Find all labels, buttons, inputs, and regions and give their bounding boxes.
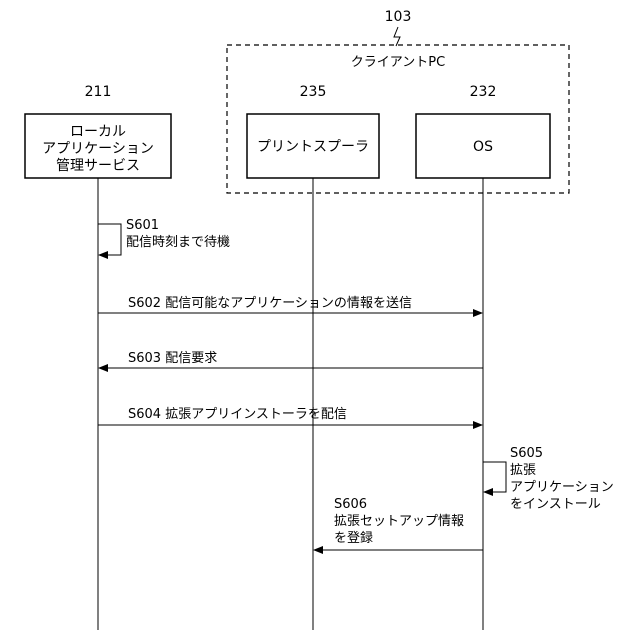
step-s602: S602 配信可能なアプリケーションの情報を送信 bbox=[98, 296, 482, 313]
self-loop-arrow bbox=[98, 224, 121, 255]
client-pc-ref-leader bbox=[394, 27, 400, 46]
participant-ref: 232 bbox=[470, 84, 497, 100]
participant-os: 232 OS bbox=[416, 84, 550, 178]
participant-ref: 235 bbox=[300, 84, 327, 100]
step-label-line: S603 配信要求 bbox=[128, 351, 217, 366]
step-label-line: S606 bbox=[334, 497, 367, 512]
participant-label-line: アプリケーション bbox=[42, 141, 154, 157]
step-label-line: S604 拡張アプリインストーラを配信 bbox=[128, 407, 347, 422]
step-s605: S605 拡張 アプリケーション をインストール bbox=[483, 446, 614, 512]
step-label-line: S601 bbox=[126, 218, 159, 233]
participant-label-line: プリントスプーラ bbox=[257, 139, 369, 155]
participant-local-app-service: 211 ローカル アプリケーション 管理サービス bbox=[25, 84, 171, 178]
self-loop-arrow bbox=[483, 462, 506, 492]
step-s603: S603 配信要求 bbox=[99, 351, 483, 368]
step-label-line: S605 bbox=[510, 446, 543, 461]
step-label-line: を登録 bbox=[334, 531, 373, 546]
step-s606: S606 拡張セットアップ情報 を登録 bbox=[314, 497, 483, 550]
participant-label-line: OS bbox=[473, 139, 493, 155]
participant-label-line: 管理サービス bbox=[56, 158, 140, 174]
step-label-line: をインストール bbox=[510, 497, 601, 512]
step-label-line: アプリケーション bbox=[510, 480, 614, 495]
participant-label-line: ローカル bbox=[70, 124, 126, 140]
client-pc-label: クライアントPC bbox=[351, 55, 445, 70]
client-pc-ref: 103 bbox=[385, 9, 412, 25]
participant-print-spooler: 235 プリントスプーラ bbox=[247, 84, 379, 178]
step-label-line: 拡張セットアップ情報 bbox=[334, 514, 464, 529]
step-label-line: S602 配信可能なアプリケーションの情報を送信 bbox=[128, 296, 412, 311]
step-s601: S601 配信時刻まで待機 bbox=[98, 218, 230, 255]
step-label-line: 拡張 bbox=[510, 463, 536, 478]
step-s604: S604 拡張アプリインストーラを配信 bbox=[98, 407, 482, 425]
step-label-line: 配信時刻まで待機 bbox=[126, 235, 230, 250]
participant-ref: 211 bbox=[85, 84, 112, 100]
